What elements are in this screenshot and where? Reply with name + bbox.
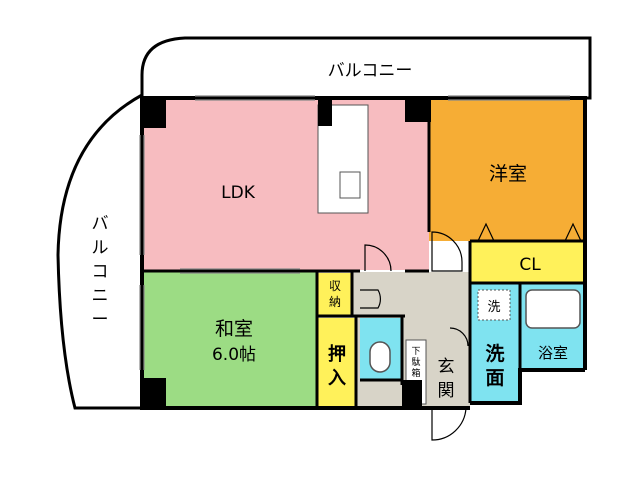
oshiire (318, 318, 356, 406)
balcony-left-char: コ (92, 262, 109, 282)
oshiire-label: 押 (328, 343, 346, 365)
windows (139, 95, 570, 370)
toilet-bowl (369, 341, 391, 373)
washroom-label: 洗 (485, 342, 504, 365)
japanese-label: 和室 (215, 318, 253, 340)
room-japanese (142, 272, 317, 406)
doors (360, 222, 582, 441)
balcony-left-char: ー (92, 310, 109, 330)
shoebox-label: 箱 (411, 367, 420, 379)
pillar (140, 378, 166, 408)
balcony-top-label: バルコニー (328, 61, 413, 81)
storage-label: 収 (329, 279, 341, 293)
kitchen-sink (339, 171, 361, 199)
pillar (318, 96, 332, 126)
bathroom-label: 浴室 (538, 344, 568, 362)
pillar (405, 96, 431, 122)
western-label: 洋室 (489, 163, 527, 185)
ldk-label: LDK (221, 183, 256, 203)
room-western (429, 98, 585, 241)
room-ldk (142, 98, 429, 270)
oshiire-label: 入 (328, 368, 346, 389)
japanese-size: 6.0帖 (212, 345, 256, 365)
walls (140, 96, 587, 410)
washroom-label: 面 (485, 367, 504, 389)
washer-label: 洗 (487, 300, 500, 315)
closet-label: CL (519, 255, 541, 275)
balcony-left-char: ニ (92, 286, 109, 306)
balcony-left-char: バ (92, 214, 109, 234)
pillar (402, 380, 422, 406)
shoebox-label: 下 (411, 347, 420, 357)
storage-small (318, 273, 352, 315)
room-closet (470, 241, 585, 283)
balcony-left (56, 92, 144, 410)
shoebox-label: 駄 (411, 356, 420, 368)
pillar (140, 96, 166, 128)
interior-walls (142, 98, 585, 408)
entrance-label: 玄 (438, 357, 455, 377)
bathtub (525, 289, 581, 329)
balcony-left-char: ル (92, 238, 109, 258)
washer-box (477, 289, 511, 321)
entrance-label: 関 (438, 381, 455, 401)
storage-label: 納 (329, 295, 341, 309)
balcony-top (140, 36, 592, 100)
